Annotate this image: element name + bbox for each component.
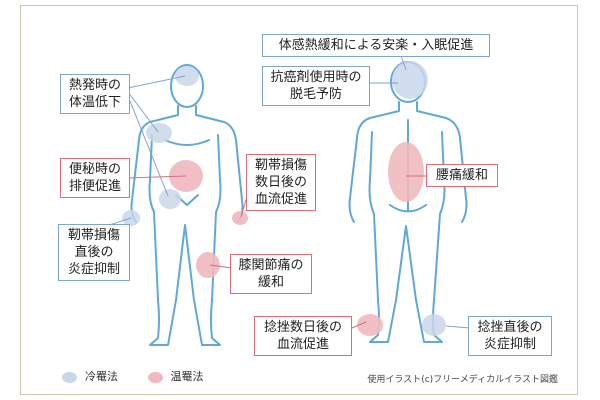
label-constipation: 便秘時の 排便促進	[60, 158, 130, 198]
label-knee-pain: 膝関節痛の 緩和	[230, 254, 312, 294]
legend-warm-label: 温罨法	[170, 370, 204, 383]
legend-warm: 温罨法	[147, 368, 204, 384]
leader-lines	[99, 52, 471, 329]
warm-spot-knee	[196, 252, 220, 278]
legend-cold-label: 冷罨法	[85, 370, 118, 383]
label-sprain-acute: 捻挫直後の 炎症抑制	[468, 316, 552, 356]
label-ligament-days: 靭帯損傷 数日後の 血流促進	[246, 154, 316, 211]
label-ligament-acute: 靭帯損傷 直後の 炎症抑制	[58, 224, 130, 281]
legend-cold-swatch	[62, 371, 77, 383]
warm-spot-lower-back	[388, 142, 424, 202]
cold-spot-ankle	[422, 314, 446, 336]
cold-spot-armpit-left	[146, 123, 172, 143]
front-body-figure	[130, 64, 244, 346]
legend-warm-swatch	[147, 371, 163, 383]
label-sprain-days: 捻挫数日後の 血流促進	[254, 316, 352, 356]
label-heat-relief: 体感熱緩和による安楽・入眠促進	[262, 34, 490, 57]
warm-spot-hand	[232, 211, 248, 225]
cold-spots	[122, 61, 446, 336]
illustration-credit: 使用イラスト(c)フリーメディカルイラスト図鑑	[367, 375, 558, 385]
warm-spot-sprain-ankle	[357, 314, 383, 336]
cold-spot-forehead	[175, 66, 199, 86]
label-fever-cooling: 熱発時の 体温低下	[60, 74, 130, 114]
label-chemo-hair-loss: 抗癌剤使用時の 脱毛予防	[262, 66, 370, 106]
legend: 冷罨法 温罨法	[62, 368, 230, 384]
legend-cold: 冷罨法	[62, 368, 118, 384]
cold-spot-groin-left	[159, 189, 181, 209]
cold-spot-head-back	[392, 61, 428, 99]
label-lumbago: 腰痛緩和	[426, 164, 498, 187]
